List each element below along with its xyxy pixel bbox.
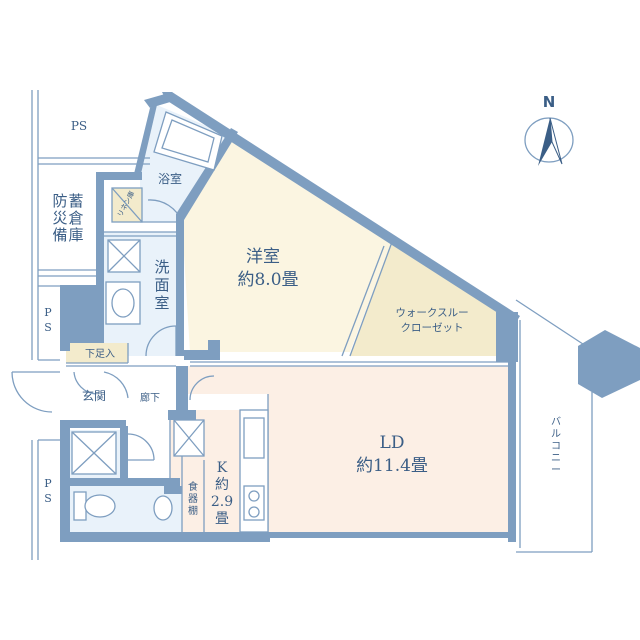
storage-label-b2: 倉 xyxy=(68,209,83,227)
walls xyxy=(60,92,640,542)
ld-label: LD xyxy=(380,433,405,453)
storage-label-a1: 防 xyxy=(52,192,67,210)
storage-label-b1: 蓄 xyxy=(68,192,83,210)
toilet xyxy=(73,491,173,521)
storage-label-a3: 備 xyxy=(52,226,67,244)
cupboard-label-2: 器 xyxy=(188,493,198,505)
western-room-floor xyxy=(182,135,392,352)
balcony-label-3: コ xyxy=(551,441,561,452)
ps-mid-label-1: P xyxy=(44,306,52,319)
ps-bot-label-2: S xyxy=(44,492,52,505)
washing-machine-pan xyxy=(107,239,141,273)
north-label: N xyxy=(543,93,556,111)
ld-floor xyxy=(188,366,512,532)
ps-bot-label-1: P xyxy=(44,477,52,490)
balcony-label-4: ニ xyxy=(551,453,561,464)
storage-label-a2: 災 xyxy=(52,209,67,227)
refrigerator-space xyxy=(173,419,205,457)
kitchen-label-3: 2.9 xyxy=(211,494,233,510)
kitchen-counter xyxy=(239,409,269,533)
wash-basin xyxy=(105,281,141,325)
hall-label: 廊下 xyxy=(140,391,160,404)
north-compass: N xyxy=(524,93,574,166)
ld-size: 約11.4畳 xyxy=(356,456,428,476)
doors xyxy=(11,199,215,461)
washroom-label-1: 洗 xyxy=(154,258,169,276)
western-room-size: 約8.0畳 xyxy=(237,270,298,290)
shoebox-floor xyxy=(66,343,128,363)
storage-label-b3: 庫 xyxy=(68,226,83,244)
utility-box xyxy=(71,431,117,475)
ps-top-label: PS xyxy=(71,119,87,133)
shoebox-label: 下足入 xyxy=(85,348,115,360)
entrance-label: 玄関 xyxy=(82,388,106,403)
washroom-label-3: 室 xyxy=(154,294,169,312)
washroom-label-2: 面 xyxy=(154,276,169,294)
wic-label-line1: ウォークスルー xyxy=(395,307,468,319)
cupboard-label-3: 棚 xyxy=(188,504,198,517)
bathtub xyxy=(153,111,223,171)
walk-through-closet-floor xyxy=(350,242,498,356)
kitchen-label-4: 畳 xyxy=(215,511,229,527)
kitchen-label-1: K xyxy=(217,460,228,476)
wic-label-line2: クローゼット xyxy=(401,322,464,334)
bathroom-label: 浴室 xyxy=(158,171,182,186)
ps-mid-label-2: S xyxy=(44,321,52,334)
cupboard-label-1: 食 xyxy=(188,480,198,493)
linen-cabinet xyxy=(111,187,143,223)
balcony-label-2: ル xyxy=(551,429,561,440)
balcony-label-1: バ xyxy=(551,416,561,428)
western-room-label: 洋室 xyxy=(246,247,280,267)
kitchen-label-2: 約 xyxy=(215,477,229,493)
balcony-label-5: ー xyxy=(551,465,561,476)
